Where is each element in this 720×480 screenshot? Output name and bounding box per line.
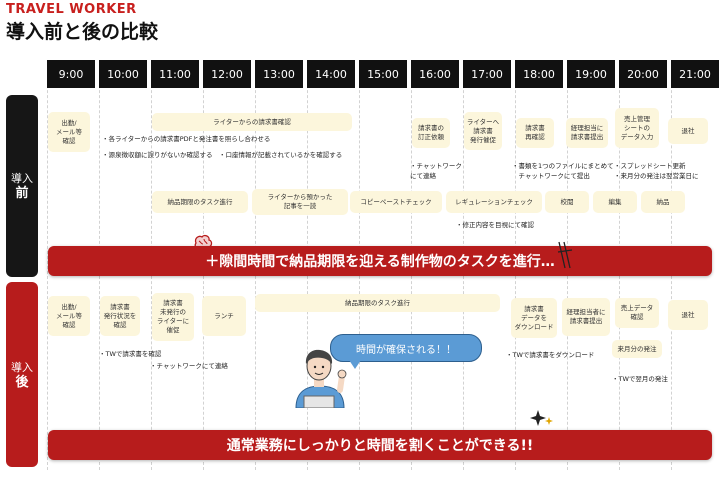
note-visual-check: ・修正内容を目視にて確認 <box>456 221 534 229</box>
after-label-top: 導入 <box>11 360 33 374</box>
task-box-correction-request: 請求書の 訂正依頼 <box>412 118 450 148</box>
after-section-label: 導入 後 <box>6 282 38 467</box>
task-box-read-articles: ライターから預かった 記事を一読 <box>252 189 348 215</box>
task-box-checkin: 出勤/ メール等 確認 <box>48 112 90 152</box>
hour-header: 14:00 <box>307 60 355 88</box>
after-banner: 通常業務にしっかりと時間を割くことができる!! <box>48 430 712 460</box>
task-box-submit-accounting: 経理担当に 請求書提出 <box>566 118 608 148</box>
note-tw-order: ・TWで翌月の発注 <box>612 375 668 383</box>
before-section-label: 導入 前 <box>6 95 38 277</box>
hour-header: 19:00 <box>567 60 615 88</box>
hour-header: 17:00 <box>463 60 511 88</box>
note-tw-download: ・TWで請求書をダウンロード <box>506 351 595 359</box>
task-box-sales-sheet: 売上管理 シートの データ入力 <box>615 108 659 148</box>
hour-header: 12:00 <box>203 60 251 88</box>
brand-label: TRAVEL WORKER <box>6 2 137 17</box>
before-banner: ＋隙間時間で納品期限を迎える制作物のタスクを進行… <box>48 246 712 276</box>
page-title: 導入前と後の比較 <box>6 21 159 43</box>
hour-header: 20:00 <box>619 60 667 88</box>
task-box-submit-accounting: 経理担当者に 請求書提出 <box>562 298 610 336</box>
task-box-regulation-check: レギュレーションチェック <box>446 191 542 213</box>
hour-header: 9:00 <box>47 60 95 88</box>
task-box-checkin: 出勤/ メール等 確認 <box>48 296 90 336</box>
task-box-sales-data: 売上データ 確認 <box>615 298 659 328</box>
task-box-proofread: 校閲 <box>545 191 589 213</box>
hour-header: 18:00 <box>515 60 563 88</box>
task-box-deadline-tasks: 納品期限のタスク進行 <box>255 294 500 312</box>
hour-header: 13:00 <box>255 60 303 88</box>
task-box-invoice-reminder: ライターへ 請求書 発行催促 <box>464 112 502 150</box>
task-box-leave: 退社 <box>668 300 708 330</box>
time-secured-bubble: 時間が確保される！！ <box>330 334 482 369</box>
before-label-bottom: 前 <box>15 186 29 201</box>
task-box-invoice-status: 請求書 発行状況を 確認 <box>100 296 140 336</box>
note-spreadsheet: ・スプレッドシート更新 ・来月分の発注は翌営業日に <box>614 162 699 180</box>
stress-scribble-icon <box>557 241 573 269</box>
task-box-invoice-recheck: 請求書 再確認 <box>516 118 554 148</box>
task-box-download-invoices: 請求書 データを ダウンロード <box>511 298 557 338</box>
task-box-copy-check: コピーペーストチェック <box>350 191 442 213</box>
note-chatwork: ・チャットワークにて連絡 <box>150 362 228 370</box>
hour-header: 11:00 <box>151 60 199 88</box>
note-bundle-files: ・書類を1つのファイルにまとめて チャットワークにて提出 <box>512 162 614 180</box>
note-tw-confirm: ・TWで請求書を確認 <box>99 350 162 358</box>
task-box-deadline-tasks: 納品期限のタスク進行 <box>152 191 248 213</box>
note-chatwork: ・チャットワーク にて連絡 <box>410 162 462 180</box>
note-check-withholding: ・源泉徴収額に誤りがないか確認する ・口座情報が記載されているかを確認する <box>102 151 343 159</box>
hour-header: 15:00 <box>359 60 407 88</box>
task-box-delivery: 納品 <box>641 191 685 213</box>
note-compare-pdf: ・各ライターからの請求書PDFと発注書を照らし合わせる <box>102 135 271 143</box>
task-box-edit: 編集 <box>593 191 637 213</box>
before-label-top: 導入 <box>11 172 33 185</box>
hour-header: 21:00 <box>671 60 719 88</box>
task-box-leave: 退社 <box>668 118 708 144</box>
hour-header: 10:00 <box>99 60 147 88</box>
hour-header: 16:00 <box>411 60 459 88</box>
sparkle-icon <box>530 410 553 426</box>
after-label-bottom: 後 <box>15 374 29 390</box>
worker-at-laptop-illustration <box>295 349 347 408</box>
task-box-remind-writers: 請求書 未発行の ライターに 催促 <box>152 293 194 341</box>
task-box-lunch: ランチ <box>202 296 246 336</box>
task-box-invoice-check: ライターからの請求書確認 <box>152 113 352 131</box>
task-box-next-month-order: 来月分の発注 <box>612 340 662 358</box>
